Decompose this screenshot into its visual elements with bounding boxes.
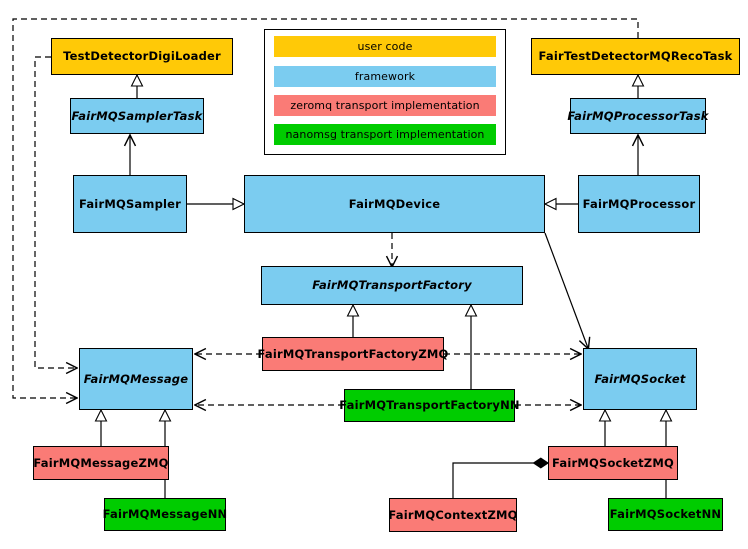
class-node-fairmqsocketzmq[interactable]: FairMQSocketZMQ	[548, 446, 678, 480]
legend-item-user-code: user code	[274, 36, 496, 57]
class-node-fairmqmessage[interactable]: FairMQMessage	[79, 348, 193, 410]
class-node-fairmqdevice[interactable]: FairMQDevice	[244, 175, 545, 233]
legend-item-nanomsg: nanomsg transport implementation	[274, 124, 496, 145]
legend-label-user-code: user code	[357, 40, 413, 53]
class-node-fairmqtransportfactoryzmq[interactable]: FairMQTransportFactoryZMQ	[258, 337, 448, 371]
class-node-fairmqtransportfactory[interactable]: FairMQTransportFactory	[261, 266, 523, 305]
class-node-fairmqprocessortask[interactable]: FairMQProcessorTask	[567, 98, 708, 134]
class-node-testdetectordigiloader[interactable]: TestDetectorDigiLoader	[51, 38, 233, 75]
class-node-fairmqmessagenn[interactable]: FairMQMessageNN	[103, 498, 227, 531]
edge-device-socket	[544, 232, 588, 348]
legend-label-zeromq: zeromq transport implementation	[290, 99, 480, 112]
legend-item-framework: framework	[274, 66, 496, 87]
class-node-fairmqsamplertask[interactable]: FairMQSamplerTask	[70, 98, 204, 134]
edge-socketzmq-contextzmq	[452, 457, 550, 498]
class-node-fairmqcontextzmq[interactable]: FairMQContextZMQ	[388, 498, 517, 532]
legend-item-zeromq: zeromq transport implementation	[274, 95, 496, 116]
class-node-fairmqmessagezmq[interactable]: FairMQMessageZMQ	[33, 446, 169, 480]
class-node-fairmqtransportfactorynn[interactable]: FairMQTransportFactoryNN	[339, 389, 520, 422]
legend-label-framework: framework	[354, 70, 416, 83]
class-node-fairmqsampler[interactable]: FairMQSampler	[73, 175, 187, 233]
legend-label-nanomsg: nanomsg transport implementation	[285, 128, 485, 141]
class-node-fairmqsocket[interactable]: FairMQSocket	[583, 348, 697, 410]
class-node-fairmqsocketnn[interactable]: FairMQSocketNN	[608, 498, 723, 531]
class-node-fairtestdetectormqrecotask[interactable]: FairTestDetectorMQRecoTask	[531, 38, 740, 75]
class-node-fairmqprocessor[interactable]: FairMQProcessor	[578, 175, 700, 233]
